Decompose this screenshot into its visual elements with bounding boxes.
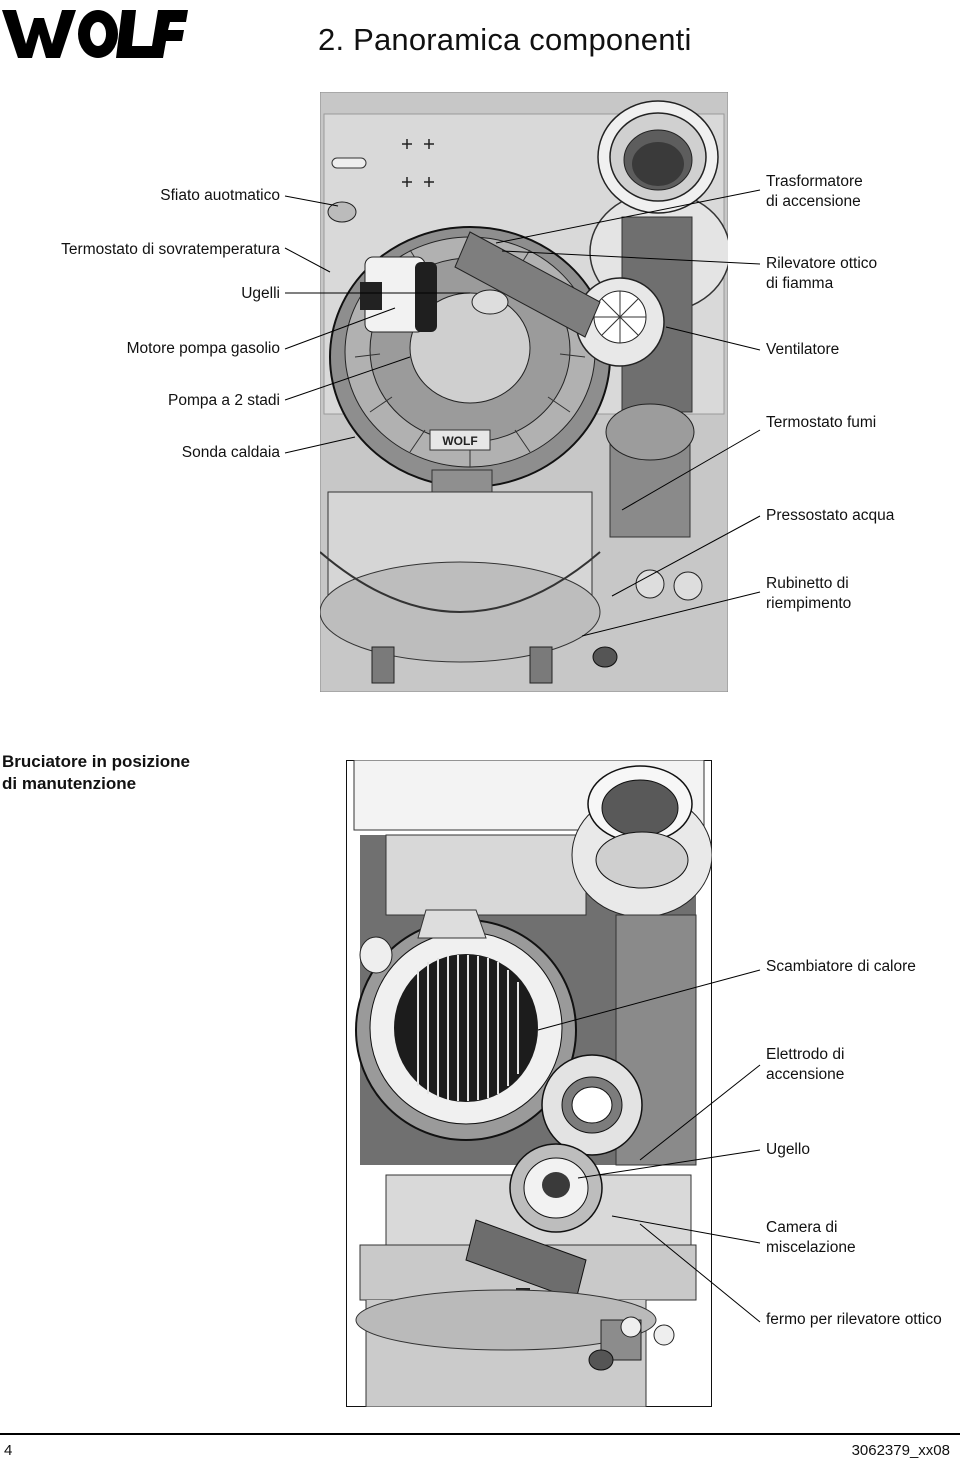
burner-maintenance-drawing — [346, 760, 712, 1407]
label-motore-pompa-gasolio: Motore pompa gasolio — [126, 340, 280, 357]
label-sonda-caldaia: Sonda caldaia — [181, 444, 280, 461]
label-line: accensione — [766, 1066, 845, 1083]
wolf-logo — [0, 4, 190, 62]
label-line: miscelazione — [766, 1239, 856, 1256]
section-title-line: Bruciatore in posizione — [2, 752, 190, 771]
label-line: Camera di — [766, 1219, 838, 1236]
label-termostato-sovratemperatura: Termostato di sovratemperatura — [61, 241, 280, 258]
wolf-label-on-drawing: WOLF — [442, 434, 477, 448]
label-line: Trasformatore — [766, 173, 863, 190]
label-sfiato-automatico: Sfiato auotmatico — [160, 187, 280, 204]
label-line: di fiamma — [766, 275, 834, 292]
label-trasformatore-accensione: Trasformatore di accensione — [766, 172, 863, 212]
document-code: 3062379_xx08 — [851, 1442, 950, 1459]
footer-rule — [0, 1433, 960, 1435]
label-line: Rilevatore ottico — [766, 255, 878, 272]
label-elettrodo-accensione: Elettrodo di accensione — [766, 1045, 844, 1085]
label-line: Elettrodo di — [766, 1046, 845, 1063]
label-line: di accensione — [766, 193, 861, 210]
label-rubinetto-riempimento: Rubinetto di riempimento — [766, 574, 851, 614]
label-termostato-fumi: Termostato fumi — [766, 414, 877, 431]
label-ventilatore: Ventilatore — [766, 341, 840, 358]
label-fermo-rilevatore: fermo per rilevatore ottico — [766, 1311, 942, 1328]
label-ugelli: Ugelli — [241, 285, 280, 302]
page-title: 2. Panoramica componenti — [318, 22, 692, 57]
label-line: riempimento — [766, 595, 852, 612]
section-title-maintenance: Bruciatore in posizione di manutenzione — [2, 751, 190, 795]
label-rilevatore-ottico: Rilevatore ottico di fiamma — [766, 254, 877, 294]
label-camera-miscelazione: Camera di miscelazione — [766, 1218, 856, 1258]
section-title-line: di manutenzione — [2, 774, 137, 793]
label-scambiatore-calore: Scambiatore di calore — [766, 958, 916, 975]
page-number: 4 — [4, 1442, 13, 1459]
boiler-top-view-drawing: WOLF — [320, 92, 728, 692]
label-pompa-2-stadi: Pompa a 2 stadi — [167, 392, 280, 409]
label-pressostato-acqua: Pressostato acqua — [766, 507, 895, 524]
label-line: Rubinetto di — [766, 575, 849, 592]
label-ugello: Ugello — [766, 1141, 810, 1158]
